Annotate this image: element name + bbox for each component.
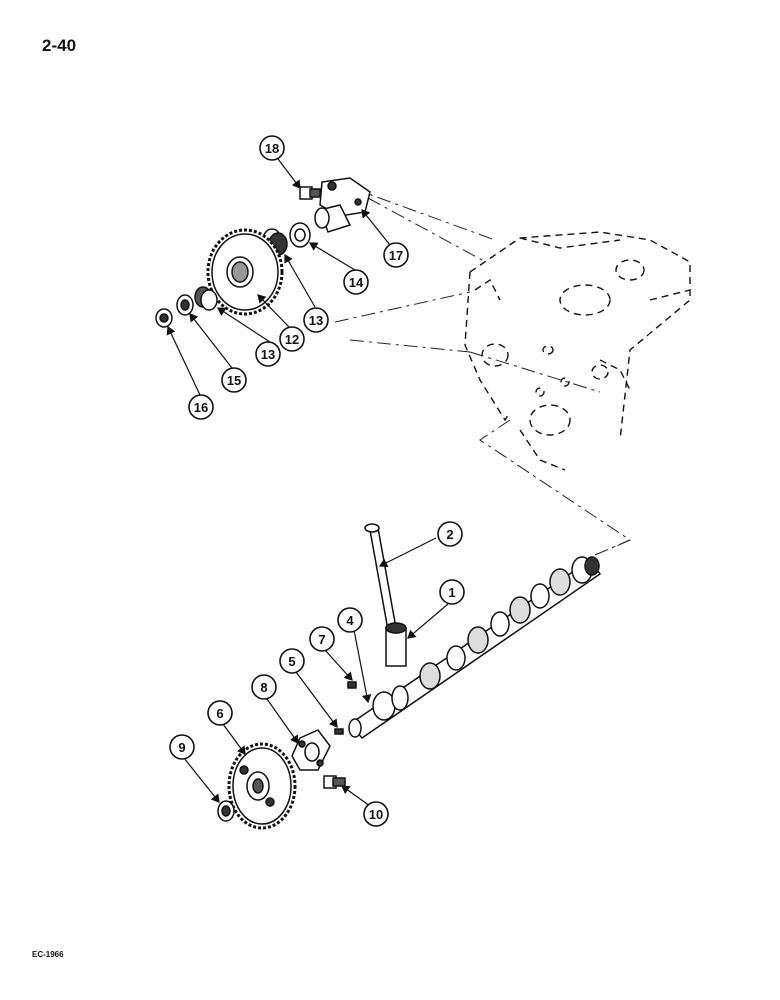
callout-9: 9 — [169, 734, 195, 760]
bolt — [299, 186, 321, 200]
callout-15: 15 — [221, 367, 247, 393]
bushing — [194, 286, 218, 311]
callout-1: 1 — [439, 579, 465, 605]
callout-13: 13 — [303, 307, 329, 333]
callout-13: 13 — [255, 341, 281, 367]
svg-text:18: 18 — [265, 141, 279, 156]
camshaft-gear — [227, 742, 297, 830]
camshaft — [348, 556, 602, 740]
key — [334, 728, 344, 735]
push-rod — [364, 523, 397, 631]
thrust-plate — [291, 729, 331, 771]
camshaft-assembly — [217, 523, 602, 830]
alignment-phantom-lines — [334, 187, 632, 556]
svg-text:14: 14 — [349, 275, 364, 290]
callout-8: 8 — [251, 674, 277, 700]
callout-2: 2 — [437, 521, 463, 547]
callouts: 18 17 14 13 12 13 15 16 2 1 4 7 5 8 6 9 … — [169, 135, 465, 827]
svg-text:12: 12 — [285, 332, 299, 347]
callout-17: 17 — [383, 242, 409, 268]
idler-gear-assembly — [155, 177, 371, 328]
engine-block-outline — [464, 231, 691, 471]
leader-lines — [166, 158, 449, 807]
callout-18: 18 — [259, 135, 285, 161]
svg-text:13: 13 — [309, 313, 323, 328]
callout-14: 14 — [343, 269, 369, 295]
callout-4: 4 — [337, 607, 363, 633]
svg-text:9: 9 — [178, 740, 185, 755]
callout-10: 10 — [363, 801, 389, 827]
callout-6: 6 — [207, 700, 233, 726]
svg-text:4: 4 — [346, 613, 354, 628]
callout-5: 5 — [279, 648, 305, 674]
svg-text:1: 1 — [448, 585, 455, 600]
svg-text:15: 15 — [227, 373, 241, 388]
svg-text:6: 6 — [216, 706, 223, 721]
idler-gear — [206, 228, 284, 316]
tappet — [385, 622, 407, 667]
callout-7: 7 — [309, 626, 335, 652]
svg-text:16: 16 — [194, 400, 208, 415]
svg-text:7: 7 — [318, 632, 325, 647]
svg-text:10: 10 — [369, 807, 383, 822]
callout-16: 16 — [188, 394, 214, 420]
svg-text:17: 17 — [389, 248, 403, 263]
bolt — [323, 775, 346, 789]
pin — [347, 681, 357, 689]
svg-text:13: 13 — [261, 347, 275, 362]
callout-12: 12 — [279, 326, 305, 352]
svg-text:8: 8 — [260, 680, 267, 695]
idler-shaft — [314, 177, 371, 233]
svg-text:5: 5 — [288, 654, 295, 669]
page-number: 2-40 — [42, 36, 77, 55]
svg-text:2: 2 — [446, 527, 453, 542]
figure-code: EC-1966 — [32, 950, 64, 959]
